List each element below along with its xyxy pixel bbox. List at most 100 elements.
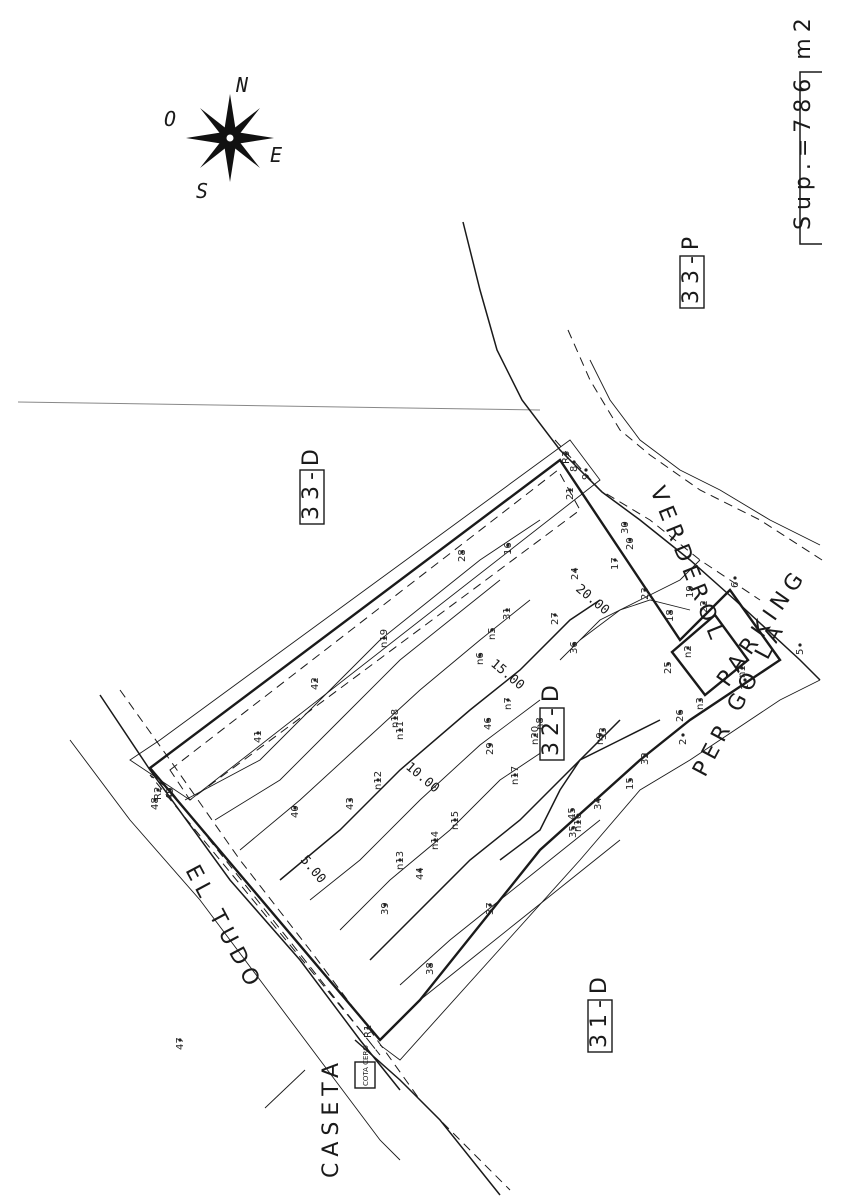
survey-point-marker (698, 698, 702, 702)
survey-point-label: 40 (290, 805, 301, 818)
survey-point-marker (628, 538, 632, 542)
survey-point: 23 (640, 587, 651, 600)
survey-point: 34 (593, 797, 604, 810)
survey-point: n17 (510, 766, 521, 785)
svg-text:31-D: 31-D (587, 971, 612, 1048)
survey-point: 2 (678, 733, 689, 745)
survey-point-label: n14 (430, 831, 441, 850)
survey-point-marker (478, 653, 482, 657)
survey-point: n13 (395, 851, 406, 870)
survey-point: R2 (153, 787, 164, 800)
survey-point-label: n5 (487, 627, 498, 640)
survey-point: 36 (569, 641, 580, 654)
survey-point-marker (293, 806, 297, 810)
survey-point-label: n15 (450, 811, 461, 830)
parcel-32-d: 32-D (539, 679, 565, 761)
survey-point: 22 (699, 600, 710, 613)
survey-point-marker (573, 568, 577, 572)
survey-point-marker (668, 610, 672, 614)
survey-point-label: 9 (581, 474, 592, 480)
survey-point-label: 2 (678, 739, 689, 745)
survey-point-marker (571, 826, 575, 830)
survey-point: 16 (503, 542, 514, 555)
survey-point-label: n2 (683, 645, 694, 658)
survey-point: n20 (530, 726, 541, 745)
street-caseta: CASETA (319, 1057, 344, 1178)
survey-point: 43 (345, 797, 356, 810)
survey-point-label: 35 (568, 825, 579, 838)
survey-point-label: 39 (380, 902, 391, 915)
survey-point: 25 (663, 661, 674, 674)
survey-point-marker (460, 550, 464, 554)
survey-point-marker (688, 586, 692, 590)
survey-point-marker (570, 808, 574, 812)
survey-point-label: 34 (593, 797, 604, 810)
survey-point: 38 (425, 962, 436, 975)
survey-point-label: n6 (475, 652, 486, 665)
survey-point: n5 (487, 627, 498, 640)
survey-point-marker (623, 522, 627, 526)
survey-point-label: 46 (483, 717, 494, 730)
survey-point-marker (743, 678, 747, 682)
survey-point-marker (643, 588, 647, 592)
survey-point: n2 (683, 645, 694, 658)
parcel-33-p: 33-P (679, 231, 705, 309)
survey-point-label: n11 (395, 721, 406, 740)
survey-point-marker (488, 743, 492, 747)
survey-point-marker (398, 728, 402, 732)
survey-point-label: n13 (395, 851, 406, 870)
survey-point-label: 20 (625, 537, 636, 550)
survey-point-marker (513, 773, 517, 777)
survey-point: R3 (561, 451, 572, 464)
survey-point-marker (568, 488, 572, 492)
survey-point: 47 (175, 1037, 186, 1050)
survey-point: 29 (485, 742, 496, 755)
road-el-tudo (69, 689, 511, 1196)
survey-point-label: n8 (535, 717, 546, 730)
street-el-tudo: EL TUDO (180, 861, 267, 995)
survey-point-marker (628, 778, 632, 782)
survey-point: 40 (290, 805, 301, 818)
survey-point: n3 (695, 697, 706, 710)
survey-point-label: 37 (485, 902, 496, 915)
survey-point-label: 26 (675, 709, 686, 722)
svg-text:33-P: 33-P (679, 231, 704, 304)
survey-point-marker (428, 963, 432, 967)
survey-point-marker (506, 543, 510, 547)
survey-point-marker (490, 628, 494, 632)
survey-point: n1 (737, 665, 748, 678)
survey-point-label: 30 (620, 521, 631, 534)
survey-point: 24 (570, 567, 581, 580)
survey-point: n19 (379, 629, 390, 648)
survey-point-marker (453, 818, 457, 822)
compass-north: N (235, 73, 249, 97)
survey-point-label: 49 (165, 787, 176, 800)
survey-point-label: 29 (485, 742, 496, 755)
contour-label-5: 5.00 (297, 853, 329, 887)
survey-point-label: 1 (740, 684, 751, 690)
survey-point-label: 28 (457, 549, 468, 562)
survey-point-label: 36 (569, 641, 580, 654)
survey-point-marker (798, 643, 802, 647)
survey-point: 1 (740, 678, 751, 690)
survey-point-label: 22 (699, 600, 710, 613)
compass-rose-icon: N E S O (164, 73, 282, 203)
survey-point: 49 (165, 787, 176, 800)
survey-point-label: n18 (390, 709, 401, 728)
survey-point-label: 21 (565, 487, 576, 500)
survey-point-marker (613, 558, 617, 562)
survey-point-label: 25 (663, 661, 674, 674)
survey-point-marker (686, 646, 690, 650)
survey-point-label: 24 (570, 567, 581, 580)
survey-point: n6 (475, 652, 486, 665)
survey-point: 8 (569, 460, 580, 472)
survey-point-label: 15 (625, 777, 636, 790)
parcel-31-d: 31-D (587, 971, 613, 1053)
survey-point-label: n19 (379, 629, 390, 648)
survey-point-marker (643, 753, 647, 757)
survey-point: 9 (581, 468, 592, 480)
area-box: Sup.=786 m2 (791, 12, 822, 245)
road-verderol (462, 221, 823, 681)
contour-label-10: 10.00 (402, 760, 442, 797)
